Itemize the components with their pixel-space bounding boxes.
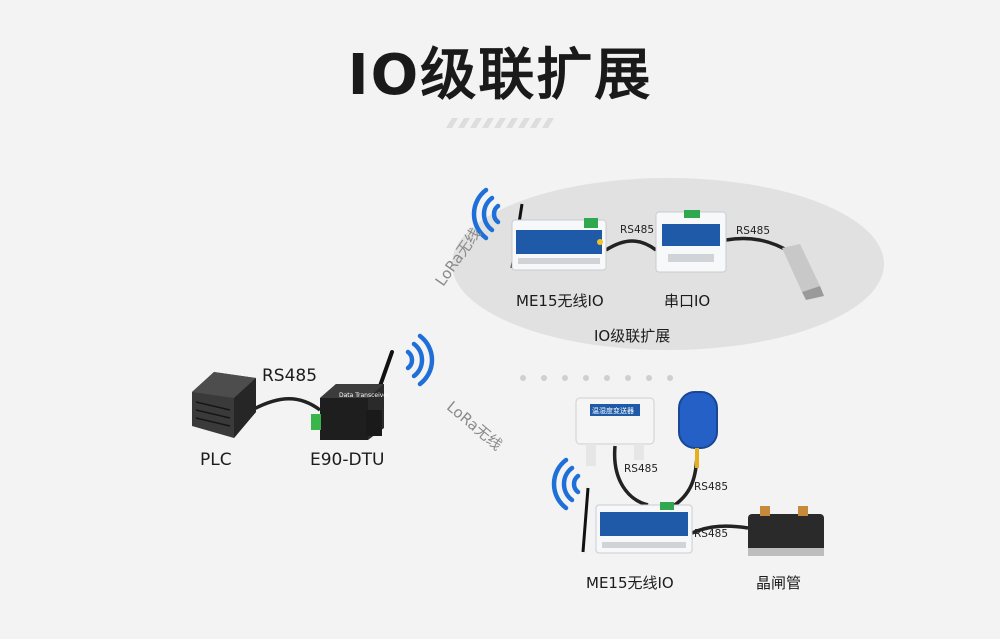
cable-me15-thyristor	[691, 524, 749, 535]
cable-sensor-me15	[612, 445, 649, 507]
level-probe-device	[782, 244, 824, 300]
wireless-signal-icon-bottom	[551, 457, 581, 511]
wireless-signal-icon-top	[471, 187, 501, 241]
cable-me15-serial	[605, 239, 658, 252]
plc-label: PLC	[200, 450, 232, 470]
e90-dtu-label: E90-DTU	[310, 450, 385, 470]
cable-plc-dtu	[251, 397, 322, 412]
serial-io-label: 串口IO	[664, 292, 711, 310]
me15-top-device	[510, 203, 607, 271]
temperature-humidity-sensor-device	[575, 397, 655, 466]
rs485-label-serial-probe: RS485	[736, 225, 771, 237]
float-switch-device	[678, 391, 718, 468]
rs485-label-sensor-me15: RS485	[624, 463, 659, 475]
thyristor-label: 晶闸管	[756, 574, 802, 592]
cable-float-me15	[671, 449, 699, 509]
rs485-label-float-me15: RS485	[694, 481, 729, 493]
rs485-label-plc-dtu: RS485	[262, 366, 318, 386]
dtu-face-text: Data Transceiver	[339, 392, 390, 399]
wireless-signal-icon-dtu	[405, 333, 435, 387]
sensor-face-text: 温湿度变送器	[592, 407, 634, 415]
me15-top-label: ME15无线IO	[516, 292, 604, 310]
rs485-label-me15-serial: RS485	[620, 224, 655, 236]
e90-dtu-device	[311, 350, 394, 440]
thyristor-device	[748, 506, 824, 556]
me15-bottom-device	[581, 487, 693, 554]
page-title: IO级联扩展	[347, 43, 653, 108]
serial-io-device	[655, 210, 727, 273]
io-cascade-group-label: IO级联扩展	[594, 327, 671, 345]
plc-device	[192, 372, 256, 438]
me15-bottom-label: ME15无线IO	[586, 574, 674, 592]
title-underline-decoration	[446, 118, 554, 128]
separator-dots	[520, 366, 688, 385]
rs485-label-me15-thyristor: RS485	[694, 528, 729, 540]
